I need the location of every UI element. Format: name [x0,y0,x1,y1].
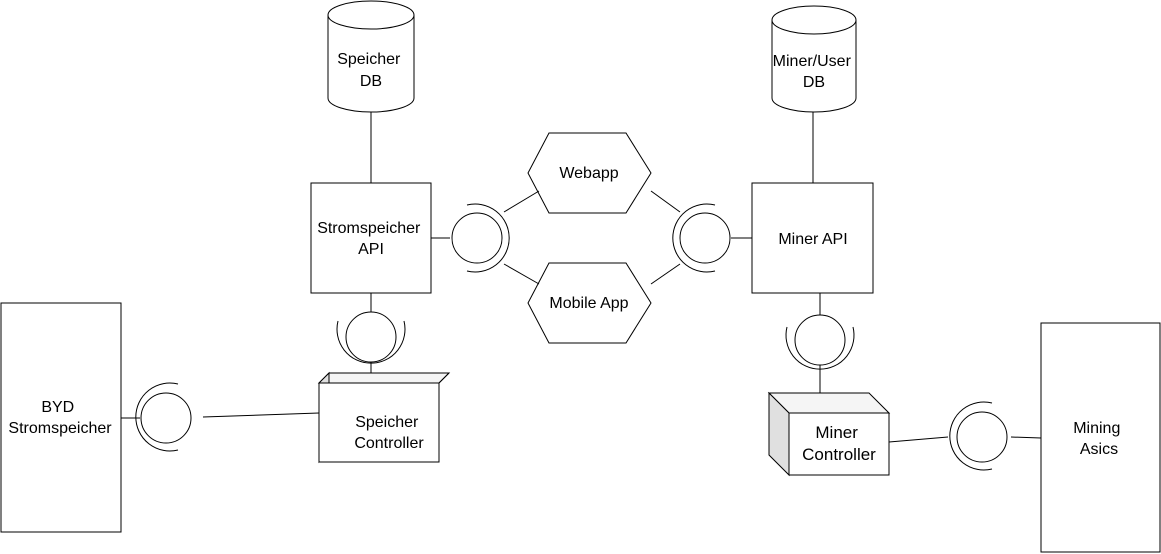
speicher-controller-label: Speicher Controller [354,414,424,452]
byd-stromspeicher-label: BYD Stromspeicher [8,399,112,437]
interface-symbol-speicher-controller [336,311,406,364]
stromspeicher-api-box [310,182,432,294]
interface-symbol-miner-api [672,203,731,273]
connector-webapp-to-interface-right [650,190,681,213]
speicher-db-label: Speicher DB [337,51,405,90]
miner-controller-node [767,391,891,477]
connector-interface-to-mobileapp [503,263,540,285]
byd-stromspeicher-box [0,302,122,533]
connector-mobileapp-to-interface-right [650,263,681,285]
miner-controller-label: Miner Controller [802,423,876,464]
webapp-label: Webapp [559,165,618,182]
mining-asics-label: Mining Asics [1073,420,1125,458]
interface-symbol-miner-controller [785,314,855,370]
mobile-app-label: Mobile App [549,295,628,312]
interface-symbol-stromspeicher-api [451,203,510,273]
webapp-hexagon [527,132,652,214]
connector-interface-to-mining-asics [1010,436,1042,439]
speicher-controller-node [317,371,451,464]
miner-user-db-cylinder [771,5,857,113]
miner-user-db-label: Miner/User DB [773,53,856,91]
mobile-app-hexagon [527,262,652,344]
speicher-db-cylinder [327,0,415,113]
miner-api-label: Miner API [778,231,847,248]
connector-miner-controller-to-interface [888,436,949,443]
connector-interface-to-webapp [503,190,540,213]
interface-symbol-byd [135,382,192,452]
interface-symbol-mining-asics [949,401,1008,471]
connector-interface-to-speicher-controller [202,412,320,418]
mining-asics-box [1040,322,1161,553]
miner-api-box [751,182,874,294]
stromspeicher-api-label: Stromspeicher API [317,220,425,258]
